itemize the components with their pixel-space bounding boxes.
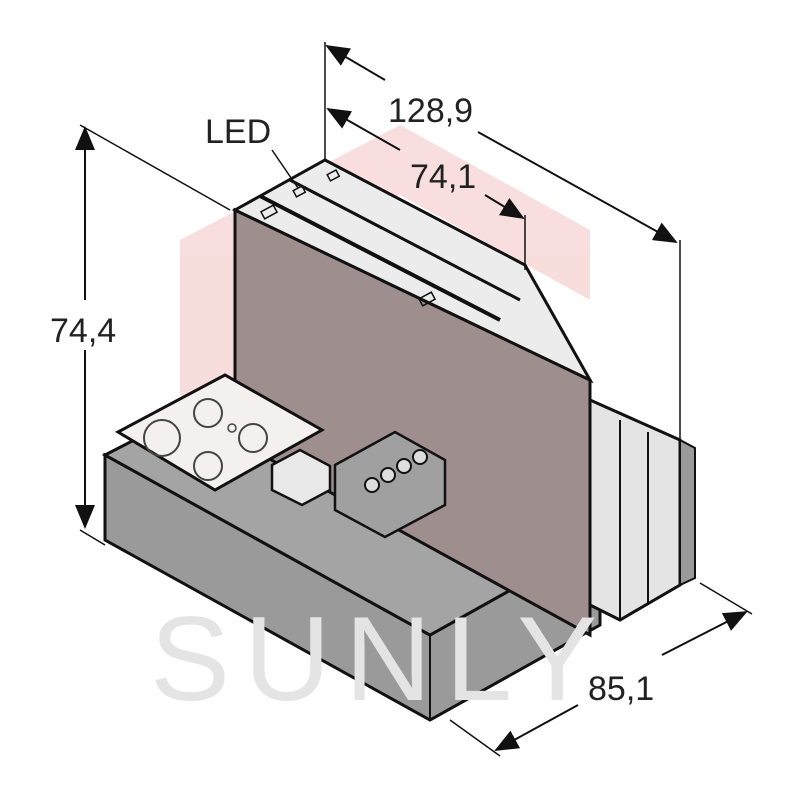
dim-depth-label: 85,1 bbox=[588, 670, 654, 708]
connector-plate bbox=[114, 373, 326, 492]
side-terminals bbox=[588, 397, 696, 622]
dim-height: 74,4 bbox=[50, 124, 231, 546]
dim-height-label: 74,4 bbox=[50, 312, 116, 350]
watermark-text: SUNLY bbox=[150, 592, 611, 726]
dim-overall-length-label: 128,9 bbox=[388, 92, 473, 130]
led-indicator bbox=[292, 184, 307, 198]
terminal-block bbox=[270, 430, 447, 539]
rj45-port-icon bbox=[270, 448, 332, 507]
dim-module-length-label: 74,1 bbox=[410, 158, 476, 196]
module-stack bbox=[231, 158, 594, 638]
dim-depth: 85,1 bbox=[449, 582, 753, 757]
dim-overall-length: 128,9 bbox=[324, 42, 681, 440]
led-callout-label: LED bbox=[205, 113, 271, 151]
m12-connector-icon bbox=[143, 419, 181, 457]
dim-module-length: 74,1 bbox=[326, 108, 526, 270]
led-callout: LED bbox=[205, 113, 299, 189]
